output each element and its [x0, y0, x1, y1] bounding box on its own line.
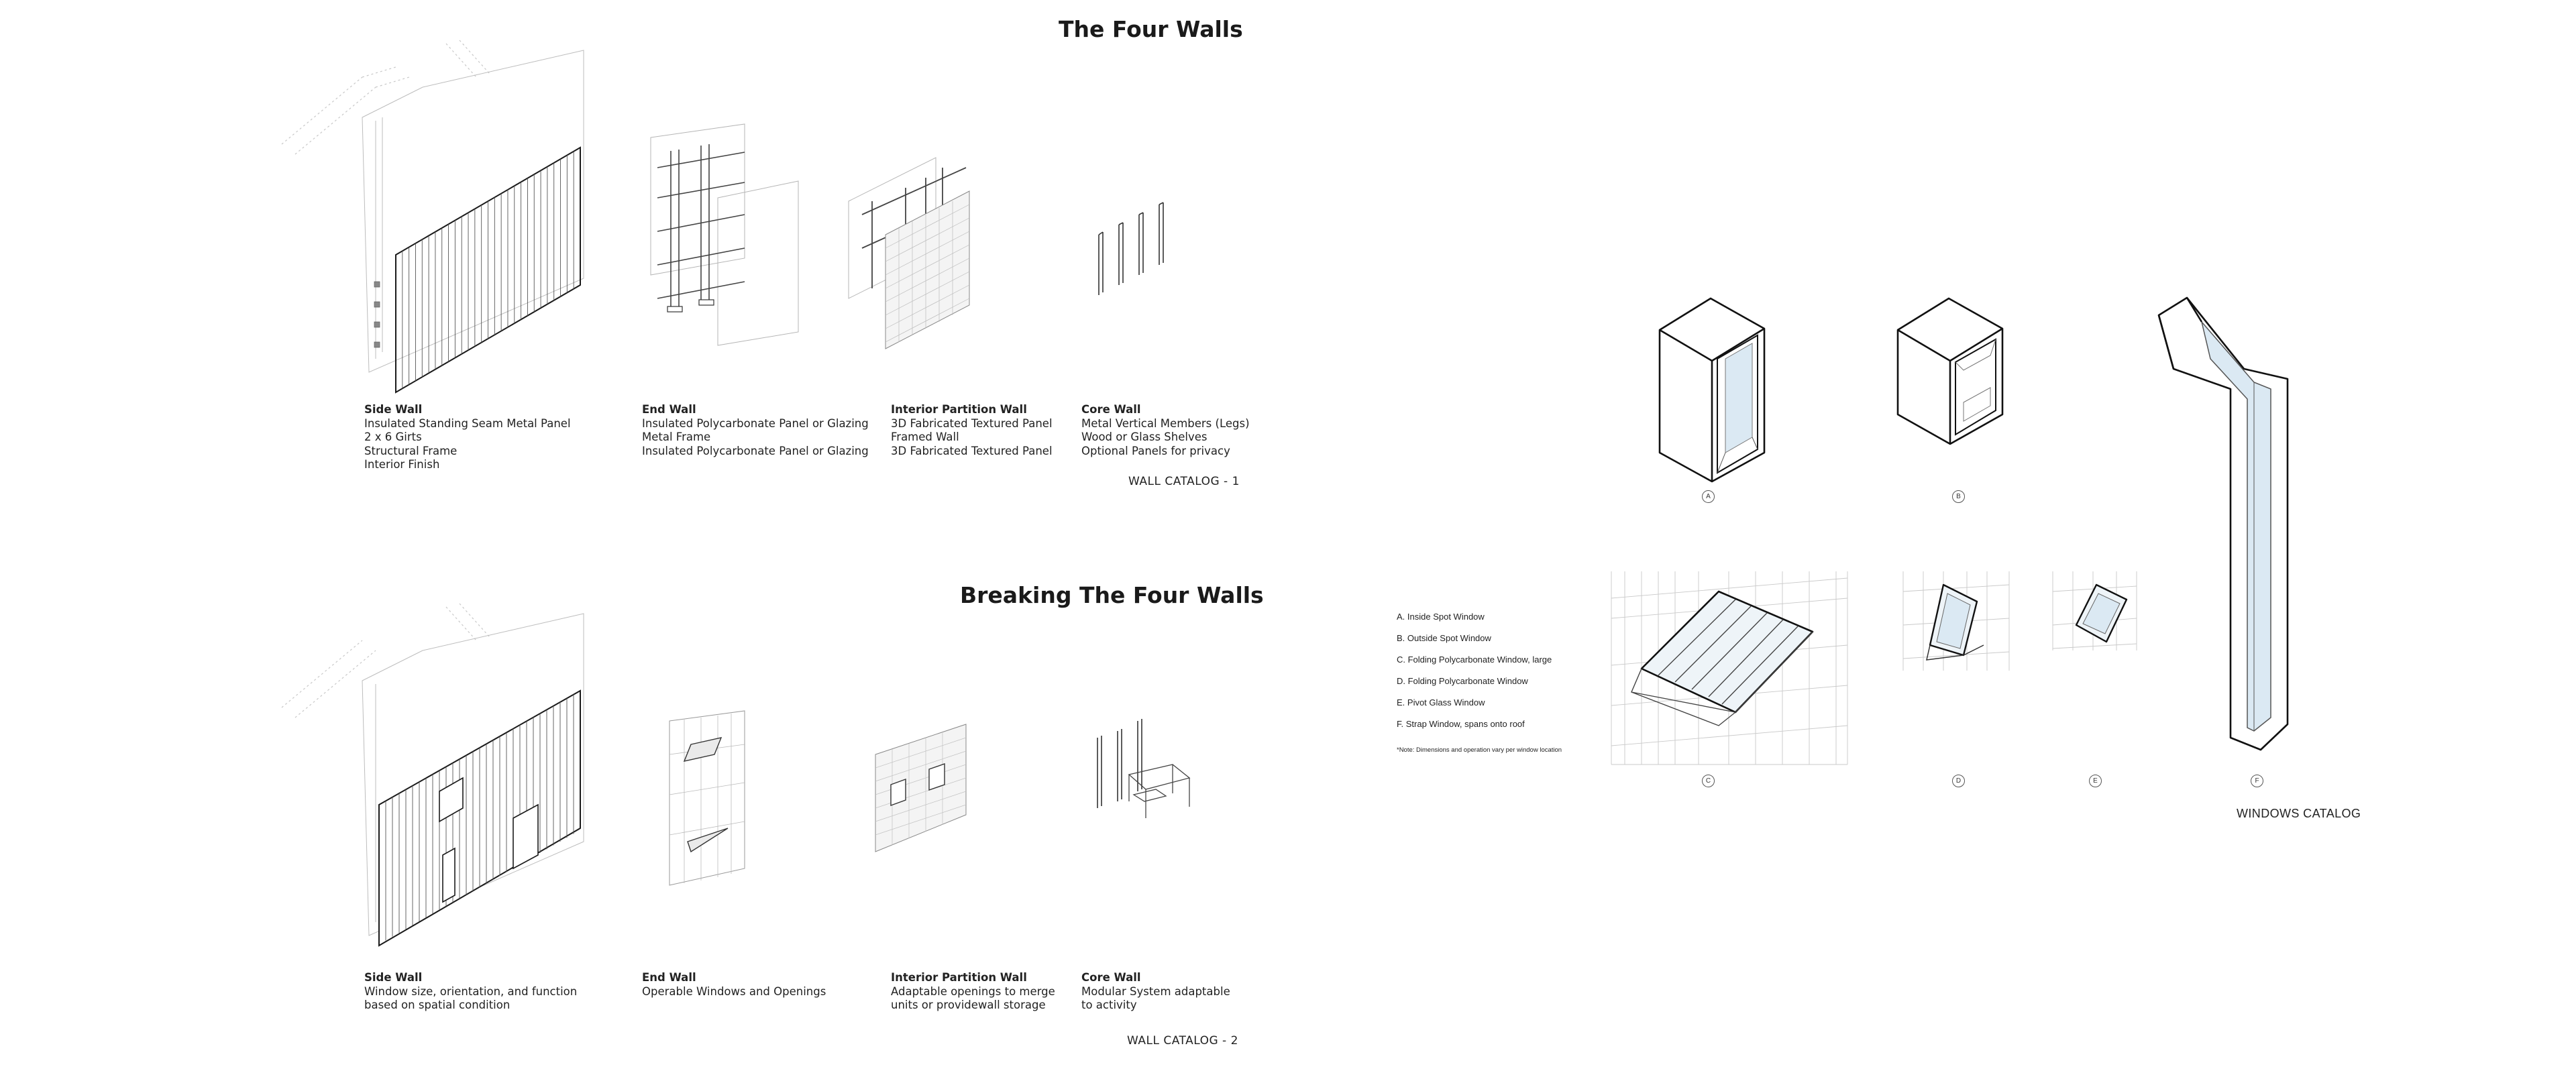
legend-item: E. Pivot Glass Window	[1397, 697, 1485, 708]
caption-line: Metal Frame	[642, 431, 711, 444]
caption-title: Side Wall	[364, 403, 423, 416]
catalog2-side-wall-caption: Side Wall Window size, orientation, and …	[364, 971, 577, 1013]
caption-line: Structural Frame	[364, 444, 458, 457]
caption-line: Insulated Polycarbonate Panel or Glazing	[642, 444, 869, 457]
window-c-drawing	[1611, 571, 1848, 765]
catalog1-partition-wall-caption: Interior Partition Wall 3D Fabricated Te…	[891, 403, 1053, 458]
caption-line: to activity	[1081, 999, 1137, 1012]
window-marker-b: B	[1952, 490, 1965, 503]
caption-line: Window size, orientation, and function	[364, 984, 578, 998]
window-marker-d: D	[1952, 775, 1965, 787]
window-marker-c: C	[1702, 775, 1715, 787]
caption-line: 2 x 6 Girts	[364, 431, 422, 444]
caption-line: Wood or Glass Shelves	[1081, 431, 1208, 444]
caption-line: Metal Vertical Members (Legs)	[1081, 416, 1250, 430]
caption-line: Modular System adaptable	[1081, 984, 1230, 998]
window-marker-a: A	[1702, 490, 1715, 503]
window-a-drawing	[1658, 297, 1766, 483]
catalog2-partition-wall-caption: Interior Partition Wall Adaptable openin…	[891, 971, 1055, 1013]
caption-line: Insulated Standing Seam Metal Panel	[364, 416, 571, 430]
window-b-drawing	[1896, 297, 2004, 445]
caption-line: based on spatial condition	[364, 999, 511, 1012]
title-breaking-four-walls: Breaking The Four Walls	[960, 582, 1264, 608]
wall-catalog-1-label: WALL CATALOG - 1	[1128, 475, 1240, 488]
caption-line: 3D Fabricated Textured Panel	[891, 416, 1053, 430]
caption-title: Interior Partition Wall	[891, 403, 1027, 416]
legend-item: D. Folding Polycarbonate Window	[1397, 676, 1528, 686]
core-wall-modular-drawing	[1097, 719, 1191, 818]
window-f-drawing	[2157, 296, 2289, 751]
caption-title: Core Wall	[1081, 403, 1141, 416]
catalog2-core-wall-caption: Core Wall Modular System adaptable to ac…	[1081, 971, 1230, 1013]
catalog1-core-wall-caption: Core Wall Metal Vertical Members (Legs) …	[1081, 403, 1250, 458]
windows-note: *Note: Dimensions and operation vary per…	[1397, 746, 1562, 754]
catalog2-end-wall-caption: End Wall Operable Windows and Openings	[642, 971, 826, 999]
caption-line: Insulated Polycarbonate Panel or Glazing	[642, 416, 869, 430]
partition-wall-openings-drawing	[875, 724, 967, 852]
end-wall-openings-drawing	[669, 710, 745, 886]
window-e-drawing	[2052, 571, 2137, 650]
caption-line: Framed Wall	[891, 431, 959, 444]
wall-catalog-2-label: WALL CATALOG - 2	[1127, 1034, 1238, 1048]
windows-legend: A. Inside Spot Window B. Outside Spot Wi…	[1397, 606, 1552, 735]
windows-catalog-label: WINDOWS CATALOG	[2237, 807, 2361, 820]
catalog1-end-wall-caption: End Wall Insulated Polycarbonate Panel o…	[642, 403, 869, 458]
legend-item: B. Outside Spot Window	[1397, 633, 1491, 643]
legend-item: A. Inside Spot Window	[1397, 612, 1485, 622]
legend-item: C. Folding Polycarbonate Window, large	[1397, 655, 1552, 665]
end-wall-drawing	[650, 123, 799, 346]
legend-item: F. Strap Window, spans onto roof	[1397, 719, 1525, 729]
side-wall-drawing	[281, 40, 584, 394]
caption-line: Optional Panels for privacy	[1081, 444, 1230, 457]
caption-title: Side Wall	[364, 971, 423, 984]
caption-line: Operable Windows and Openings	[642, 984, 826, 998]
caption-line: 3D Fabricated Textured Panel	[891, 444, 1053, 457]
title-four-walls: The Four Walls	[1059, 16, 1243, 42]
caption-title: Core Wall	[1081, 971, 1141, 984]
caption-title: Interior Partition Wall	[891, 971, 1027, 984]
window-marker-f: F	[2251, 775, 2263, 787]
caption-line: Adaptable openings to merge	[891, 984, 1055, 998]
window-marker-e: E	[2089, 775, 2102, 787]
caption-title: End Wall	[642, 971, 696, 984]
core-wall-drawing	[1098, 202, 1164, 295]
side-wall-openings-drawing	[281, 603, 584, 947]
caption-line: Interior Finish	[364, 458, 440, 471]
caption-line: units or providewall storage	[891, 999, 1046, 1012]
caption-title: End Wall	[642, 403, 696, 416]
partition-wall-drawing	[848, 157, 970, 349]
catalog1-side-wall-caption: Side Wall Insulated Standing Seam Metal …	[364, 403, 571, 472]
window-d-drawing	[1902, 571, 2010, 671]
